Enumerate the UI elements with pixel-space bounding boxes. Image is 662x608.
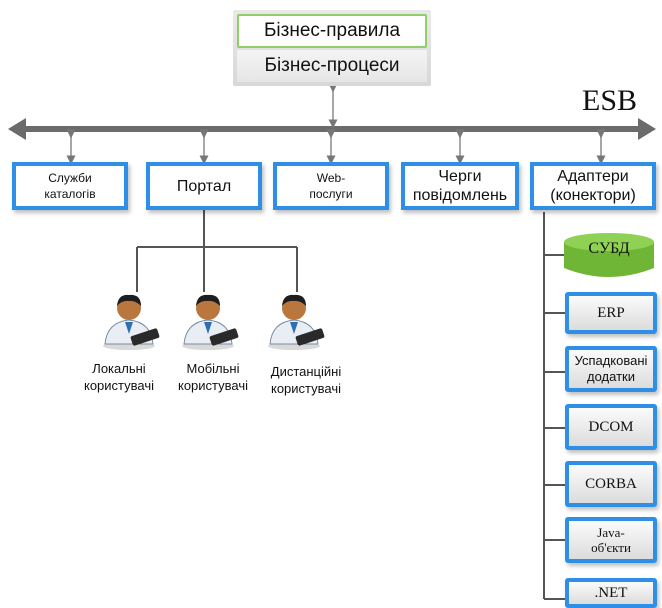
catalog-services-line1: Служби [48, 171, 92, 185]
adapters-line1: Адаптери [557, 168, 629, 185]
dotnet-box: .NET [565, 578, 657, 608]
adapters-box: Адаптери (конектори) [530, 162, 656, 210]
portal-user-tree [136, 210, 298, 292]
adapters-spine [543, 212, 566, 600]
legacy-apps-box: Успадковані додатки [565, 346, 657, 392]
business-processes-box: Бізнес-процеси [237, 50, 427, 82]
adapters-line2: (конектори) [550, 187, 636, 204]
message-queues-line1: Черги [438, 168, 482, 185]
message-queues-line2: повідомлень [412, 187, 508, 204]
web-services-box: Web- послуги [273, 162, 389, 210]
dotnet-label: .NET [594, 584, 628, 601]
dcom-label: DCOM [588, 418, 634, 435]
legacy-apps-line2: додатки [587, 369, 635, 384]
bus-connectors [66, 83, 606, 165]
local-user-icon [103, 294, 160, 350]
legacy-apps-line1: Успадковані [574, 353, 648, 368]
mobile-user-icon [182, 294, 239, 350]
web-services-line1: Web- [316, 171, 346, 185]
business-rules-box: Бізнес-правила [237, 14, 427, 48]
portal-label: Портал [176, 177, 232, 195]
corba-label: CORBA [585, 475, 637, 492]
erp-box: ERP [565, 292, 657, 334]
database-cylinder-icon [564, 233, 654, 277]
corba-box: CORBA [565, 461, 657, 507]
catalog-services-box: Служби каталогів [12, 162, 128, 210]
message-queues-box: Черги повідомлень [401, 162, 519, 210]
java-objects-box: Java- об'єкти [565, 517, 657, 563]
catalog-services-line2: каталогів [44, 187, 96, 201]
esb-label: ESB [582, 84, 638, 117]
remote-users-label: Дистанційні користувачі [270, 364, 342, 396]
esb-bus [8, 118, 656, 140]
mobile-users-label: Мобільні користувачі [177, 361, 249, 393]
local-users-label: Локальні користувачі [83, 361, 155, 393]
dcom-box: DCOM [565, 404, 657, 450]
java-objects-line2: об'єкти [591, 540, 631, 555]
web-services-line2: послуги [309, 187, 353, 201]
java-objects-line1: Java- [597, 525, 625, 540]
portal-box: Портал [146, 162, 262, 210]
erp-label: ERP [597, 304, 625, 321]
remote-user-icon [268, 294, 325, 350]
dbms-label: СУБД [588, 240, 630, 257]
